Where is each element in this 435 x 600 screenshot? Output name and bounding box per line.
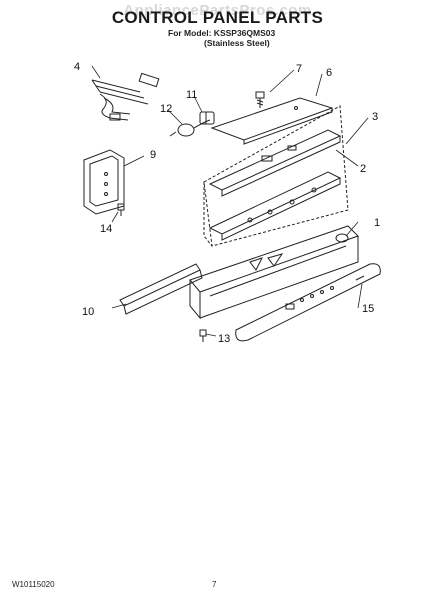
callout-9: 9: [150, 149, 156, 161]
leader-lines: [91, 65, 369, 337]
control-board-lower: [208, 171, 342, 241]
callout-6: 6: [326, 67, 332, 79]
control-board-upper: [208, 129, 342, 197]
screw-bottom: [199, 329, 207, 342]
footer-code: W10115020: [12, 580, 55, 589]
model-variant: (Stainless Steel): [204, 38, 270, 48]
callout-3: 3: [372, 111, 378, 123]
board-frame: [203, 105, 349, 247]
screw-top: [255, 91, 265, 108]
page-title: CONTROL PANEL PARTS: [111, 8, 324, 27]
model-line: For Model: KSSP36QMS03: [168, 28, 276, 38]
callout-1: 1: [374, 217, 380, 229]
callout-15: 15: [362, 303, 374, 315]
wire-harness: [91, 72, 160, 121]
control-panel-housing: [189, 225, 359, 320]
callout-10: 10: [82, 306, 94, 318]
callout-4: 4: [74, 61, 80, 73]
watermark: AppliancePartsPros.com: [123, 2, 312, 19]
connector: [199, 111, 215, 125]
model-info: For Model: KSSP36QMS03 (Stainless Steel): [168, 28, 275, 48]
trim-strip: [119, 263, 203, 315]
console-panel: [235, 263, 381, 342]
callout-12: 12: [160, 103, 172, 115]
callout-7: 7: [296, 63, 302, 75]
callout-14: 14: [100, 223, 112, 235]
callout-13: 13: [218, 333, 230, 345]
callout-2: 2: [360, 163, 366, 175]
lamp-cable: [169, 119, 211, 137]
screw-side: [117, 203, 125, 216]
page-number: 7: [212, 580, 217, 589]
callout-11: 11: [186, 89, 197, 101]
